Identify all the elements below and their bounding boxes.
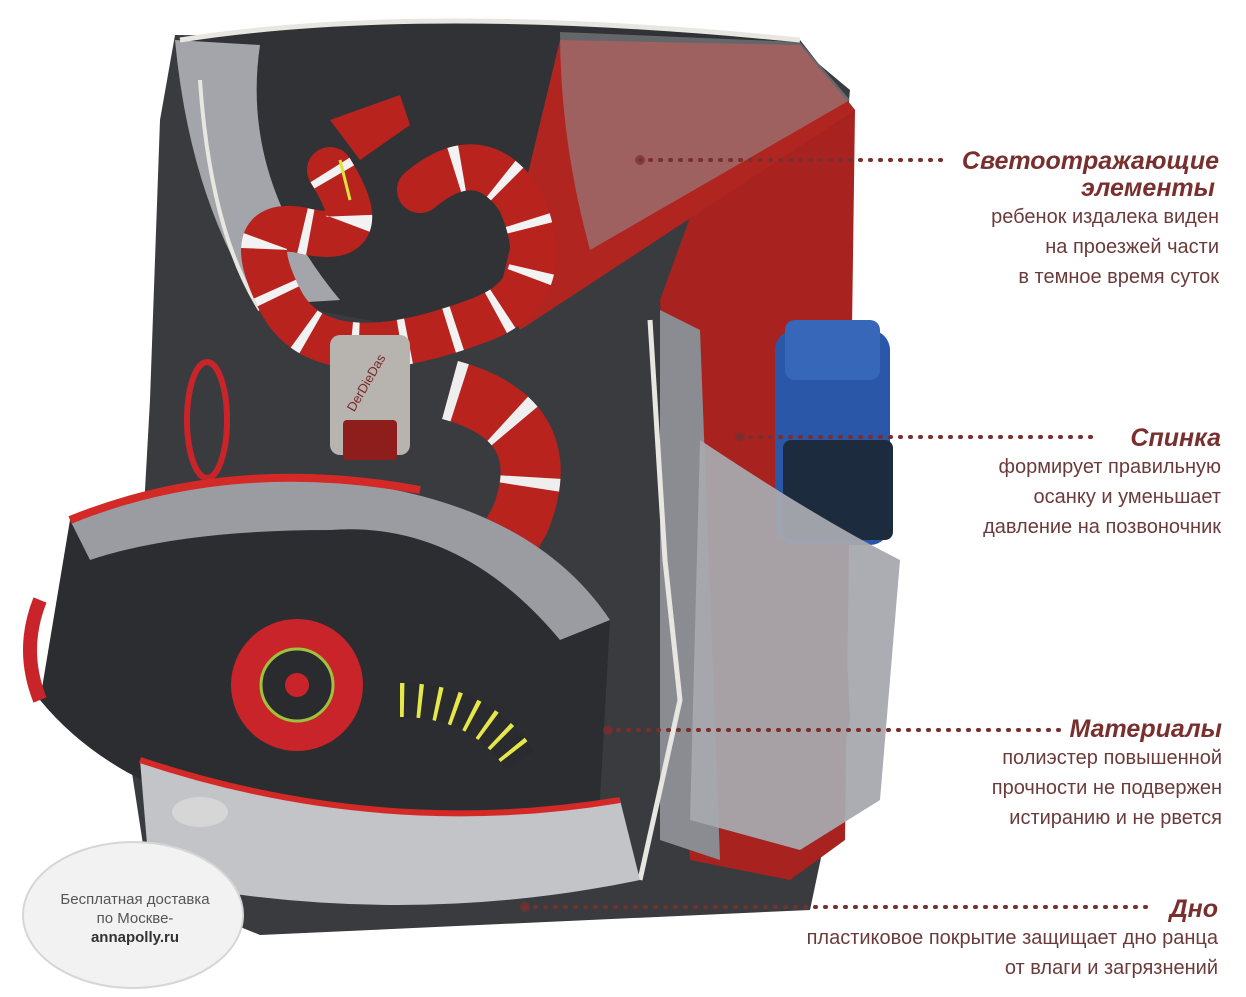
feature-back: Спинка формирует правильную осанку и уме…: [983, 425, 1221, 542]
carabiner: [184, 359, 230, 481]
delivery-badge: Бесплатная доставка по Москве- annapolly…: [30, 890, 240, 947]
feature-materials: Материалы полиэстер повышенной прочности…: [992, 716, 1222, 833]
feature-desc: на проезжей части: [1045, 236, 1219, 258]
feature-desc: давление на позвоночник: [983, 516, 1221, 538]
feature-title: Дно: [1169, 895, 1218, 923]
feature-desc: в темное время суток: [1018, 266, 1219, 288]
side-mesh-pocket: [690, 440, 900, 850]
feature-desc: полиэстер повышенной: [1002, 747, 1222, 769]
feature-desc: формирует правильную: [998, 456, 1221, 478]
feature-desc: от влаги и загрязнений: [1004, 957, 1218, 979]
feature-title: элементы: [1081, 174, 1215, 202]
badge-site[interactable]: annapolly.ru: [90, 929, 180, 946]
feature-desc: ребенок издалека виден: [991, 206, 1219, 228]
feature-desc: пластиковое покрытие защищает дно ранца: [806, 927, 1218, 949]
feature-desc: прочности не подвержен: [991, 777, 1222, 799]
badge-bubble-small: [172, 797, 228, 827]
feature-desc: истиранию и не рвется: [1009, 807, 1222, 829]
badge-bubble-large: [22, 841, 244, 989]
badge-line: по Москве-: [96, 910, 174, 927]
reflective-strip: [637, 319, 683, 881]
badge-site-link[interactable]: annapolly.ru: [30, 928, 240, 947]
feature-desc: осанку и уменьшает: [1033, 486, 1221, 508]
feature-title: Спинка: [1130, 424, 1221, 452]
feature-reflective: Светоотражающие элементы ребенок издалек…: [962, 148, 1219, 292]
feature-title: Светоотражающие: [961, 147, 1219, 175]
feature-title: Материалы: [1069, 715, 1223, 743]
badge-line: Бесплатная доставка: [60, 891, 210, 908]
feature-bottom: Дно пластиковое покрытие защищает дно ра…: [807, 896, 1218, 983]
